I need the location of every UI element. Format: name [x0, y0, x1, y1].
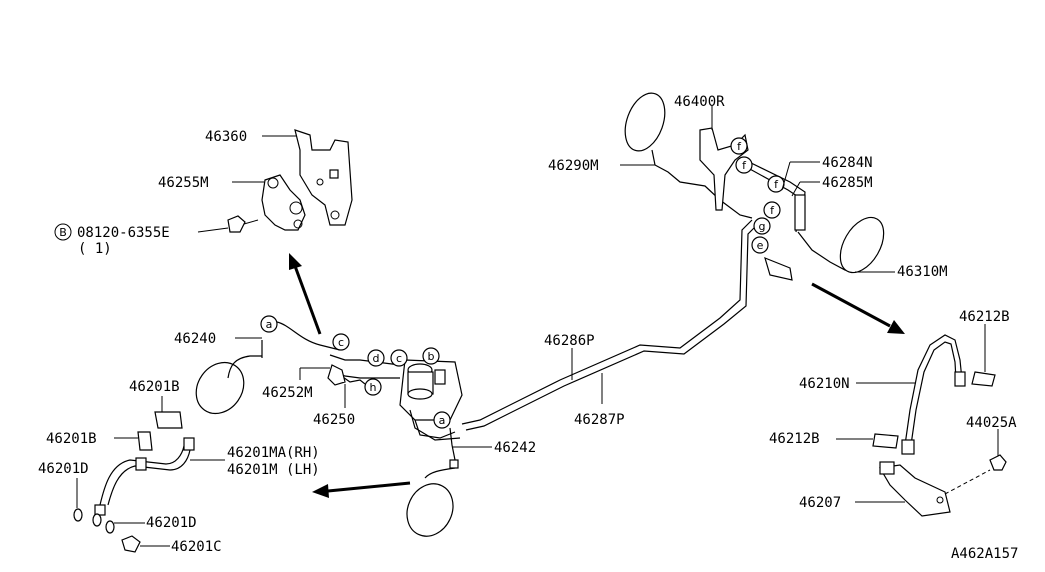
label-46201ma-rh: 46201MA(RH): [227, 445, 320, 461]
label-46287p: 46287P: [574, 412, 625, 428]
bracket-46360-group: [227, 129, 353, 233]
callout-a-circle: [260, 315, 278, 333]
rear-valve-bracket: [699, 127, 806, 281]
label-46255m: 46255M: [158, 175, 209, 191]
label-46400r: 46400R: [674, 94, 725, 110]
label-08120-quantity: ( 1): [78, 241, 112, 257]
callout-e: e: [757, 239, 764, 252]
label-46250: 46250: [313, 412, 355, 428]
label-46360: 46360: [205, 129, 247, 145]
label-44025a: 44025A: [966, 415, 1017, 431]
bolt-44025a: [989, 454, 1007, 471]
callout-g-circle: [753, 217, 771, 235]
label-46201m-lh: 46201M (LH): [227, 462, 320, 478]
callout-f-4: f: [770, 204, 775, 217]
bolt-b-mark-letter: B: [59, 226, 67, 239]
callout-f-2: f: [742, 159, 747, 172]
callout-a: a: [266, 318, 273, 331]
callout-h: h: [370, 381, 377, 394]
callout-c-1: c: [338, 336, 344, 349]
washer-46201d-right: [105, 520, 115, 534]
label-46201b-lower: 46201B: [46, 431, 97, 447]
clip-46201b-upper: [154, 411, 183, 429]
label-46290m: 46290M: [548, 158, 599, 174]
callout-d-circle: [367, 349, 385, 367]
label-46201d-left: 46201D: [38, 461, 89, 477]
callout-c-circle-2: [390, 349, 408, 367]
callout-e-circle: [751, 236, 769, 254]
callout-f-circle-4: [763, 201, 781, 219]
label-46212b-upper: 46212B: [959, 309, 1010, 325]
arrow-to-bracket: [289, 253, 322, 335]
callout-h-circle: [364, 378, 382, 396]
label-08120-6355e: 08120-6355E: [77, 225, 170, 241]
bolt-b-marker: [54, 223, 72, 241]
label-46210n: 46210N: [799, 376, 850, 392]
label-46201d-right: 46201D: [146, 515, 197, 531]
main-brake-pipes: [461, 219, 759, 431]
callout-a-circle-2: [433, 411, 451, 429]
callout-f-1: f: [737, 140, 742, 153]
valve-assembly-46250: [327, 354, 463, 441]
label-46252m: 46252M: [262, 385, 313, 401]
callout-f-circle-1: [730, 137, 748, 155]
label-46201b-upper: 46201B: [129, 379, 180, 395]
washer-46201d-left: [73, 508, 83, 522]
label-46207: 46207: [799, 495, 841, 511]
callout-b-circle: [422, 347, 440, 365]
callout-g: g: [759, 220, 766, 233]
clip-46212b-upper: [971, 371, 996, 387]
label-46212b-lower: 46212B: [769, 431, 820, 447]
rear-right-wheel-disc: [839, 216, 885, 274]
bolt-46201c: [121, 535, 141, 553]
callout-f-circle-2: [735, 156, 753, 174]
label-46286p: 46286P: [544, 333, 595, 349]
left-front-wheel-disc: [406, 483, 454, 537]
callout-a-2: a: [439, 414, 446, 427]
label-46285m: 46285M: [822, 175, 873, 191]
arrow-to-rear-right: [811, 282, 905, 334]
callout-c-2: c: [396, 352, 402, 365]
left-rear-wheel-disc: [195, 361, 245, 415]
callout-d: d: [373, 352, 380, 365]
callout-c-circle-1: [332, 333, 350, 351]
callout-f-3: f: [774, 178, 779, 191]
hose-46210n: [901, 334, 966, 455]
rear-left-wheel-disc: [624, 92, 666, 152]
label-46284n: 46284N: [822, 155, 873, 171]
diagram-reference-code: A462A157: [951, 546, 1018, 562]
front-hose-46201m: [94, 437, 195, 516]
label-46310m: 46310M: [897, 264, 948, 280]
arrow-to-front-left: [312, 481, 411, 498]
callout-b: b: [428, 350, 435, 363]
clip-46212b-lower: [872, 433, 899, 449]
label-46242: 46242: [494, 440, 536, 456]
washer-46201d-center: [92, 513, 102, 527]
label-46201c: 46201C: [171, 539, 222, 555]
bracket-46207: [879, 461, 951, 517]
label-46240: 46240: [174, 331, 216, 347]
clip-46201b-lower: [137, 431, 153, 451]
